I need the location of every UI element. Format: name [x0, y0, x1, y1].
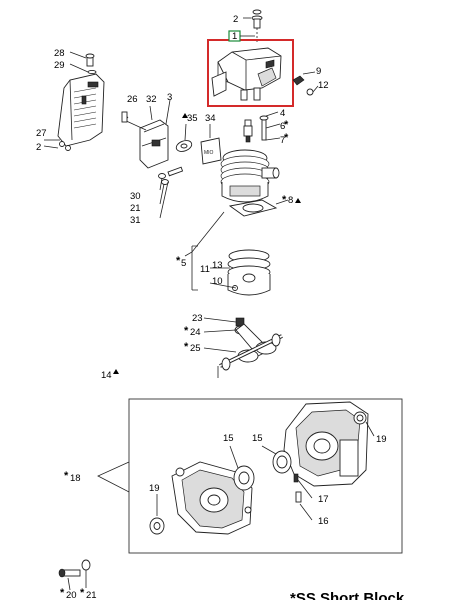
- svg-text:*: *: [64, 470, 69, 482]
- callout-5: 5: [181, 258, 186, 269]
- screw-28-29: [69, 51, 97, 75]
- short-block-note: *SS Short Block: [290, 590, 405, 600]
- svg-text:*: *: [60, 587, 65, 599]
- callout-12: 12: [318, 80, 329, 91]
- part-1-highlight-box: [207, 39, 294, 107]
- spark-plug-part: [243, 111, 281, 143]
- callout-3: 3: [167, 92, 172, 103]
- muffler-guard-part: [43, 73, 105, 151]
- seal-left-part: [149, 494, 165, 535]
- svg-text:*: *: [184, 325, 189, 337]
- muffler-part: [121, 99, 171, 169]
- bearing-left-part: [229, 445, 255, 491]
- label-34-part: MIO: [200, 124, 222, 165]
- part-9-12-fasteners: [292, 71, 319, 96]
- bearing-right-part: [261, 445, 292, 474]
- callout-19-left: 19: [149, 483, 160, 494]
- callout-6: 6: [280, 121, 285, 132]
- pins-part: [293, 473, 313, 521]
- callout-9: 9: [316, 66, 321, 77]
- muffler-bolts-part: [158, 166, 184, 219]
- callout-1: 1: [232, 31, 237, 42]
- triangle-marker-14: [113, 369, 119, 374]
- triangle-marker-8: [295, 198, 301, 203]
- svg-text:*: *: [282, 194, 287, 206]
- callout-7: 7: [280, 135, 285, 146]
- callout-4: 4: [280, 108, 285, 119]
- crankshaft-part: [203, 317, 283, 378]
- callout-8: 8: [288, 195, 293, 206]
- crankcase-right-part: [283, 401, 375, 487]
- callout-34: 34: [205, 113, 216, 124]
- callout-14: 14: [101, 370, 112, 381]
- cylinder-cover-part: [211, 47, 282, 101]
- callout-10: 10: [212, 276, 223, 287]
- callout-29: 29: [54, 60, 65, 71]
- triangle-marker-35: [182, 113, 188, 118]
- svg-text:*: *: [284, 119, 289, 131]
- svg-text:MIO: MIO: [204, 150, 214, 156]
- callout-30: 30: [130, 191, 141, 202]
- callout-21-left: 21: [130, 203, 141, 214]
- callout-25: 25: [190, 343, 201, 354]
- svg-text:*: *: [284, 132, 289, 144]
- callout-15-right: 15: [252, 433, 263, 444]
- callout-31: 31: [130, 215, 141, 226]
- cylinder-part: [220, 149, 280, 203]
- crankcase-group-box: [128, 398, 403, 554]
- svg-text:*: *: [184, 341, 189, 353]
- callout-26: 26: [127, 94, 138, 105]
- callout-23: 23: [192, 313, 203, 324]
- callout-21-bottom: 21: [86, 590, 97, 600]
- callout-17: 17: [318, 494, 329, 505]
- bottom-bolt-part: [58, 559, 91, 591]
- crankcase-left-part: [171, 461, 253, 535]
- callout-15-left: 15: [223, 433, 234, 444]
- piston-part: [209, 249, 271, 296]
- callout-16: 16: [318, 516, 329, 527]
- callout-20: 20: [66, 590, 77, 600]
- svg-text:*: *: [80, 587, 85, 599]
- leader-line-5: [184, 211, 225, 257]
- callout-24: 24: [190, 327, 201, 338]
- callout-27: 27: [36, 128, 47, 139]
- top-screw-part: [243, 9, 263, 42]
- callout-35: 35: [187, 113, 198, 124]
- callout-2-top: 2: [233, 14, 238, 25]
- callout-28: 28: [54, 48, 65, 59]
- callout-11: 11: [200, 264, 210, 275]
- callout-2-left: 2: [36, 142, 41, 153]
- callout-13: 13: [212, 260, 223, 271]
- base-gasket-part: [228, 199, 289, 217]
- callout-19-right: 19: [376, 434, 387, 445]
- callout-32: 32: [146, 94, 157, 105]
- gasket-35-part: [175, 123, 193, 152]
- svg-text:*: *: [176, 255, 181, 267]
- callout-18: 18: [70, 473, 81, 484]
